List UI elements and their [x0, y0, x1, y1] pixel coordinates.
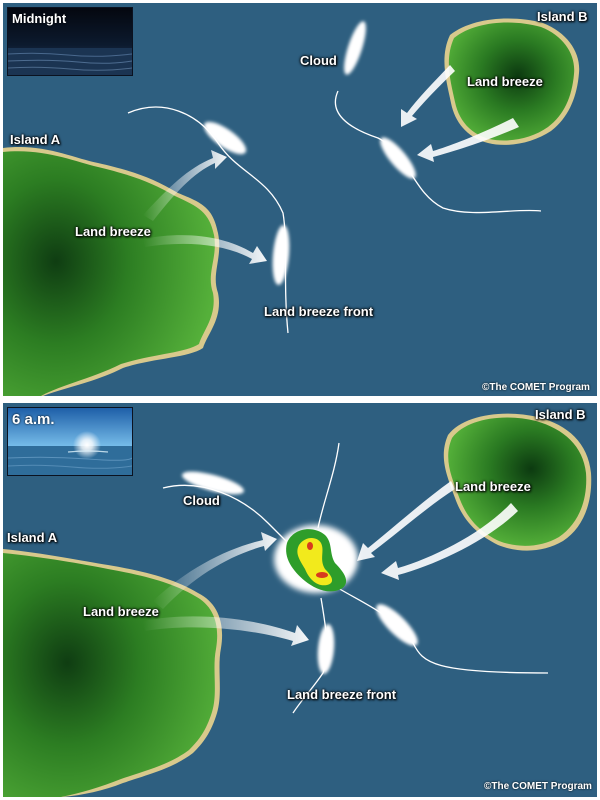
inset-time-label: 6 a.m. — [12, 411, 55, 428]
land-breeze-arrow-b1 — [357, 481, 455, 561]
panel-divider — [0, 396, 600, 403]
morning-panel: 6 a.m. Island A Island B Cloud Land bree… — [3, 403, 597, 797]
sunrise-image — [8, 408, 132, 475]
island-b-label: Island B — [535, 407, 586, 422]
land-breeze-arrow-a2 — [143, 616, 309, 646]
radar-echo-red-1 — [307, 542, 313, 550]
morning-inset: 6 a.m. — [7, 407, 133, 476]
land-breeze-a-label: Land breeze — [83, 604, 159, 619]
night-sky-image — [8, 8, 132, 75]
land-breeze-arrow-a1 — [143, 150, 227, 221]
copyright-credit: ©The COMET Program — [482, 382, 590, 393]
cloud-3 — [344, 21, 366, 75]
cloud-1 — [182, 471, 244, 495]
land-breeze-arrow-b2 — [381, 503, 518, 580]
midnight-panel: Midnight Island A Island B Cloud Land br… — [3, 3, 597, 396]
inset-time-label: Midnight — [12, 11, 67, 26]
radar-echo-red-2 — [316, 572, 328, 578]
island-a-label: Island A — [10, 132, 61, 147]
copyright-credit: ©The COMET Program — [484, 781, 592, 792]
cloud-1 — [203, 121, 247, 155]
cloud-2 — [376, 604, 418, 646]
land-breeze-arrow-b1 — [401, 65, 455, 127]
land-breeze-arrow-a2 — [143, 235, 267, 264]
midnight-scene — [3, 3, 597, 396]
land-breeze-arrow-b2 — [417, 118, 519, 162]
storm-cloud — [274, 525, 358, 593]
island-a — [3, 151, 215, 396]
land-breeze-a-label: Land breeze — [75, 224, 151, 239]
island-a — [3, 553, 218, 797]
land-breeze-b-label: Land breeze — [467, 74, 543, 89]
land-breeze-front-label: Land breeze front — [287, 687, 397, 702]
island-b-label: Island B — [537, 9, 588, 24]
island-b — [448, 22, 575, 141]
cloud-2 — [272, 225, 290, 285]
land-breeze-front-label: Land breeze front — [264, 304, 374, 319]
island-b — [448, 417, 587, 546]
land-breeze-arrow-a1 — [153, 532, 277, 609]
midnight-inset: Midnight — [7, 7, 133, 76]
cloud-label: Cloud — [183, 493, 220, 508]
island-a-label: Island A — [7, 530, 58, 545]
cloud-4 — [380, 137, 416, 179]
cloud-label: Cloud — [300, 53, 337, 68]
front-line-b — [334, 90, 542, 214]
land-breeze-b-label: Land breeze — [455, 479, 531, 494]
cloud-3 — [317, 624, 335, 674]
front-line-2 — [317, 442, 340, 529]
